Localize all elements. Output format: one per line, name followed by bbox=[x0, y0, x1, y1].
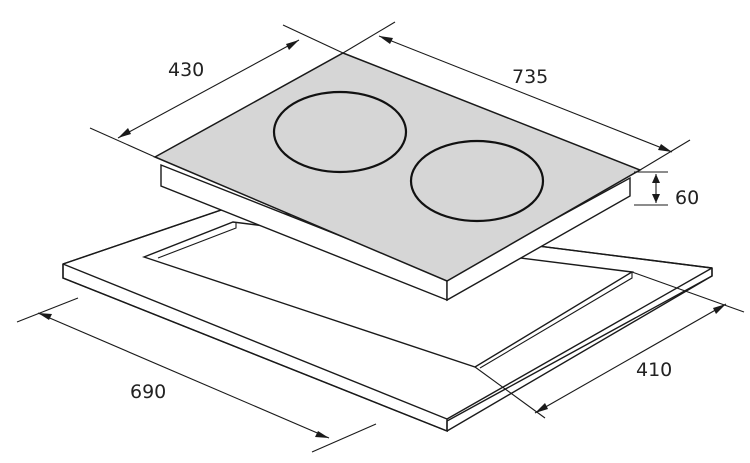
dimension-depth: 430 bbox=[89, 24, 344, 158]
cutout-inner-depth bbox=[157, 222, 237, 259]
extension-line-cutout-width-left bbox=[16, 297, 79, 323]
dimension-cutout-width: 690 bbox=[16, 297, 377, 453]
worktop-top-right-edge bbox=[446, 267, 713, 420]
dimension-cutout-width-label: 690 bbox=[130, 381, 166, 403]
burner-right bbox=[409, 139, 545, 223]
worktop-top-front-edge bbox=[62, 263, 448, 420]
extension-line-width-right bbox=[639, 139, 691, 171]
cutout-inner-right bbox=[479, 272, 633, 369]
arrowhead-width-end bbox=[658, 144, 672, 152]
dimension-line-cutout-width bbox=[37, 312, 330, 439]
dimension-height-label: 60 bbox=[675, 187, 699, 209]
arrowhead-cutout-depth-end bbox=[713, 304, 726, 314]
dimension-line-width bbox=[378, 35, 673, 153]
dimension-cutout-depth: 410 bbox=[474, 271, 745, 419]
dimension-depth-label: 430 bbox=[168, 59, 204, 81]
arrowhead-height-bottom bbox=[652, 194, 660, 203]
dimension-line-depth bbox=[117, 39, 300, 139]
arrowhead-depth-start bbox=[118, 128, 131, 138]
extension-line-cutout-width-right bbox=[311, 423, 377, 453]
extension-line-depth-left bbox=[89, 127, 156, 158]
dimension-width-label: 735 bbox=[512, 66, 548, 88]
worktop-top-left-edge bbox=[62, 206, 231, 265]
extension-line-cutout-depth-front bbox=[474, 366, 546, 419]
dimension-cutout-depth-label: 410 bbox=[636, 359, 672, 381]
extension-line-width-back bbox=[342, 21, 396, 54]
arrowhead-width-start bbox=[379, 36, 393, 44]
dimension-line-cutout-depth bbox=[534, 303, 727, 414]
arrowhead-cutout-width-end bbox=[315, 431, 329, 438]
dimension-width: 735 bbox=[342, 21, 691, 171]
worktop-right-edge bbox=[446, 268, 713, 432]
extension-line-cutout-depth-right bbox=[631, 271, 745, 313]
arrowhead-depth-end bbox=[286, 40, 299, 50]
arrowhead-cutout-depth-start bbox=[535, 403, 548, 413]
extension-line-depth-back bbox=[282, 24, 344, 54]
dimension-height: 60 bbox=[634, 171, 699, 209]
burner-left bbox=[272, 90, 408, 174]
worktop-front-edge bbox=[62, 264, 448, 433]
arrowhead-height-top bbox=[652, 174, 660, 183]
arrowhead-cutout-width-start bbox=[38, 313, 52, 320]
